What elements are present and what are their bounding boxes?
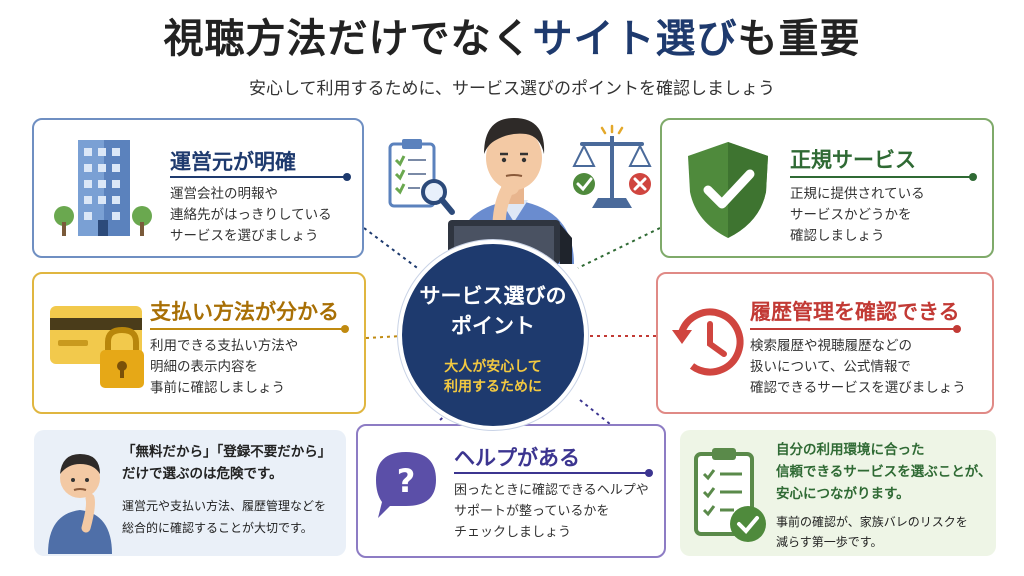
center-sub-line-1: 大人が安心して [444,359,542,375]
credit-card-lock-icon [46,296,156,400]
card-operator: 運営元が明確 運営会社の明報や 連絡先がはっきりしている サービスを選びましょう [32,118,364,258]
card-payment-rule [150,325,349,333]
summary-note-line-3: 安心につながります。 [776,486,910,502]
center-title-line-2: ポイント [451,314,535,338]
card-help: ? ヘルプがある 困ったときに確認できるヘルプや サポートが整っているかを チェ… [356,424,666,558]
building-icon [48,134,158,248]
card-official-title: 正規サービス [790,148,916,172]
card-help-body: 困ったときに確認できるヘルプや サポートが整っているかを チェックしましょう [454,483,649,540]
thinking-person-icon [40,436,120,558]
summary-note-line-1: 自分の利用環境に合った [776,442,925,458]
svg-text:?: ? [397,462,416,500]
card-official: 正規サービス 正規に提供されている サービスかどうかを 確認しましょう [660,118,994,258]
page-subtitle: 安心して利用するために、サービス選びのポイントを確認しましょう [249,79,775,99]
center-circle: サービス選びの ポイント 大人が安心して 利用するために [402,244,584,426]
card-help-rule [454,469,653,477]
question-bubble-icon: ? [370,446,442,526]
card-history-body: 検索履歴や視聴履歴などの 扱いについて、公式情報で 確認できるサービスを選びまし… [750,338,966,396]
card-official-rule [790,173,977,181]
card-operator-title: 運営元が明確 [170,150,296,174]
history-clock-icon [666,300,750,388]
center-title-line-1: サービス選びの [419,284,567,308]
card-history-title: 履歴管理を確認できる [750,300,960,324]
card-payment: 支払い方法が分かる 利用できる支払い方法や 明細の表示内容を 事前に確認しましょ… [32,272,366,414]
summary-note: 自分の利用環境に合った 信頼できるサービスを選ぶことが、 安心につながります。 … [680,430,996,556]
summary-note-line-5: 減らす第一歩です。 [776,535,883,549]
card-official-body: 正規に提供されている サービスかどうかを 確認しましょう [790,186,925,244]
card-operator-rule [170,173,351,181]
center-sub-line-2: 利用するために [444,379,542,395]
clipboard-search-icon [386,136,458,224]
card-help-title: ヘルプがある [454,446,580,470]
page-title: 視聴方法だけでなくサイト選びも重要 [163,16,861,62]
warning-note-line-3: 運営元や支払い方法、履歴管理などを [122,499,327,513]
card-history-rule [750,325,961,333]
shield-check-icon [680,138,776,246]
warning-note-line-4: 総合的に確認することが大切です。 [122,521,313,535]
summary-note-line-4: 事前の確認が、家族バレのリスクを [776,515,968,529]
card-payment-body: 利用できる支払い方法や 明細の表示内容を 事前に確認しましょう [150,338,299,396]
clipboard-check-icon [690,446,770,550]
warning-note-line-1: 「無料だから」「登録不要だから」 [122,444,332,460]
summary-note-line-2: 信頼できるサービスを選ぶことが、 [776,464,992,480]
scales-icon [570,124,654,220]
card-operator-body: 運営会社の明報や 連絡先がはっきりしている サービスを選びましょう [170,186,332,244]
card-payment-title: 支払い方法が分かる [150,300,339,324]
card-history: 履歴管理を確認できる 検索履歴や視聴履歴などの 扱いについて、公式情報で 確認で… [656,272,994,414]
warning-note: 「無料だから」「登録不要だから」 だけで選ぶのは危険です。 運営元や支払い方法、… [34,430,346,556]
warning-note-line-2: だけで選ぶのは危険です。 [122,466,283,482]
